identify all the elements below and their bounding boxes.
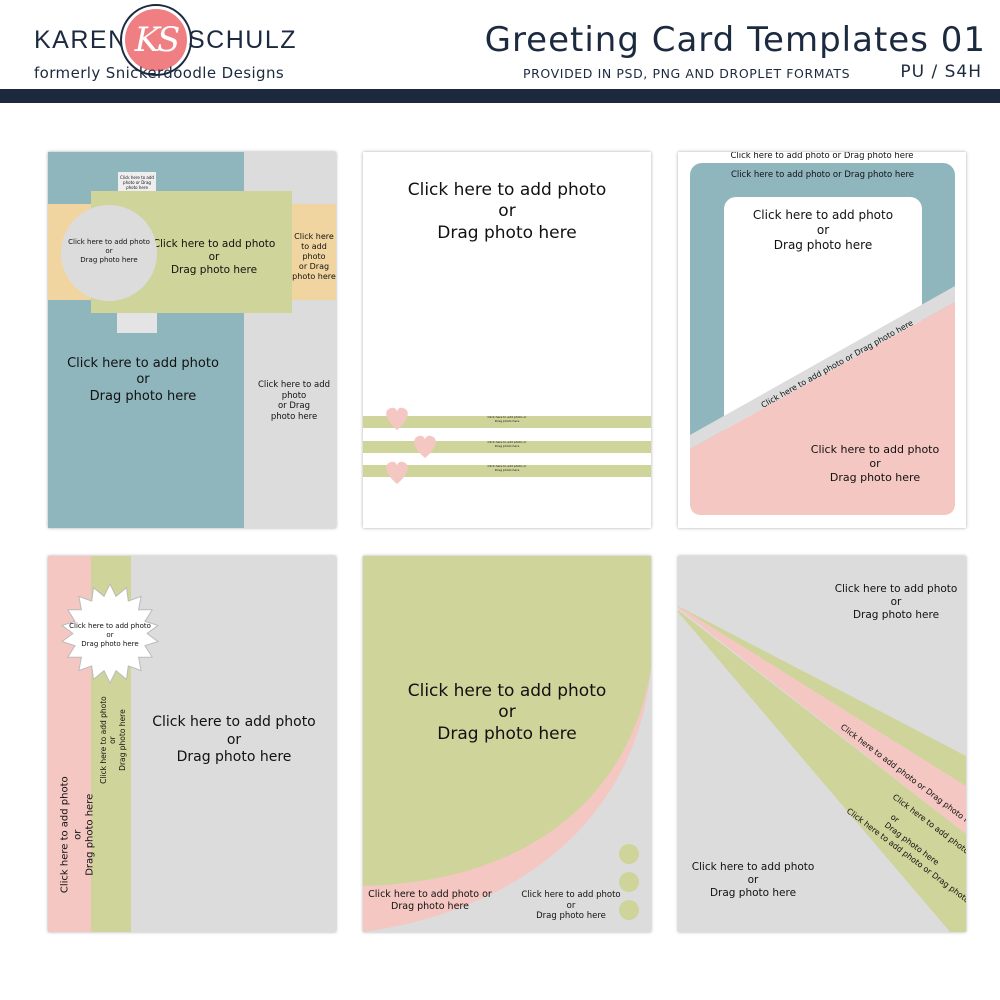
- circle-slot-3: [619, 900, 639, 920]
- brand-name-first: KAREN: [34, 26, 128, 54]
- starburst-photo-slot: [60, 582, 160, 685]
- pink-diagonal-slot: [678, 606, 966, 834]
- starburst-label: Click here to add photo or Drag photo he…: [69, 622, 151, 648]
- circle-slot-1: [619, 844, 639, 864]
- brand-tagline: formerly Snickerdoodle Designs: [34, 64, 285, 82]
- diagonal-shapes: Click here to add photo or Drag photo he…: [690, 286, 955, 515]
- page-title: Greeting Card Templates 01: [484, 20, 986, 60]
- license-code: PU / S4H: [900, 62, 982, 82]
- brand-logo: KS: [122, 6, 190, 74]
- small-photo-label: Click here to add photo or Drag photo he…: [120, 175, 154, 190]
- template-card-5[interactable]: Click here to add photo or Drag photo he…: [363, 556, 651, 932]
- gray-cut-bottom: [678, 614, 950, 932]
- top-photo-label: Click here to add photo or Drag photo he…: [834, 583, 958, 622]
- gray-photo-label: Click here to add photo or Drag photo he…: [152, 714, 316, 765]
- circle-photo-slot[interactable]: [61, 205, 157, 301]
- green-strip-1[interactable]: [363, 416, 651, 428]
- pink-diagonal-slot: [690, 302, 955, 515]
- logo-monogram: KS: [134, 20, 181, 60]
- small-photo-slot[interactable]: [118, 172, 156, 192]
- strip-1-label: Click here to add photo or Drag photo he…: [487, 415, 527, 423]
- pink-photo-label: Click here to add photo or Drag photo he…: [810, 443, 940, 484]
- peach-slot[interactable]: [292, 232, 336, 300]
- template-card-1[interactable]: Click here to add photo or Drag photo he…: [48, 152, 336, 528]
- green-diagonal-slot-bottom: [678, 610, 966, 932]
- arc-shapes: [363, 556, 651, 932]
- pink-column-label: Click here to add photo or Drag photo he…: [59, 776, 96, 894]
- strip-2-label: Click here to add photo or Drag photo he…: [487, 440, 527, 448]
- template-card-4[interactable]: Click here to add photo or Drag photo he…: [48, 556, 336, 932]
- brand-name-last: SCHULZ: [188, 26, 298, 54]
- pink-photo-label: Click here to add photo or Drag photo he…: [368, 889, 492, 912]
- template-card-3[interactable]: Click here to add photo or Drag photo he…: [678, 152, 966, 528]
- top-strip-label: Click here to add photo or Drag photo he…: [730, 152, 914, 161]
- heart-shapes: [386, 407, 436, 484]
- gray-photo-label: Click here to add photo or Drag photo he…: [257, 380, 331, 422]
- white-photo-label: Click here to add photo or Drag photo he…: [752, 208, 894, 252]
- heart-shape-1: [386, 407, 408, 430]
- bottom-photo-label: Click here to add photo or Drag photo he…: [691, 861, 815, 900]
- template-card-2[interactable]: Click here to add photo or Drag photo he…: [363, 152, 651, 528]
- heart-shape-2: [414, 435, 436, 458]
- diagonal-strips: Click here to add photo or Drag photo he…: [678, 606, 966, 932]
- teal-frame-label: Click here to add photo or Drag photo he…: [730, 170, 915, 180]
- gray-photo-label: Click here to add photo or Drag photo he…: [521, 890, 621, 922]
- heart-shape-3: [386, 461, 408, 484]
- green-arc-slot: [363, 556, 651, 886]
- green-strip-3[interactable]: [363, 465, 651, 477]
- circle-slot-2: [619, 872, 639, 892]
- main-photo-label: Click here to add photo or Drag photo he…: [407, 180, 607, 243]
- green-photo-label: Click here to add photo or Drag photo he…: [407, 681, 607, 744]
- gray-diagonal-band: [690, 286, 955, 449]
- starburst-shape: [60, 582, 160, 685]
- peach-slot-label: Click here to add photo or Drag photo he…: [292, 232, 336, 281]
- circle-photo-label: Click here to add photo or Drag photo he…: [68, 238, 150, 264]
- green-column-label: Click here to add photo or Drag photo he…: [98, 696, 127, 784]
- header-divider: [0, 89, 1000, 103]
- strip-3-label: Click here to add photo or Drag photo he…: [487, 464, 527, 472]
- page-subtitle: PROVIDED IN PSD, PNG AND DROPLET FORMATS: [523, 66, 851, 81]
- template-card-6[interactable]: Click here to add photo or Drag photo he…: [678, 556, 966, 932]
- green-diagonal-slot-top: [678, 606, 966, 786]
- teal-photo-label: Click here to add photo or Drag photo he…: [67, 356, 219, 404]
- green-photo-label: Click here to add photo or Drag photo he…: [152, 238, 276, 277]
